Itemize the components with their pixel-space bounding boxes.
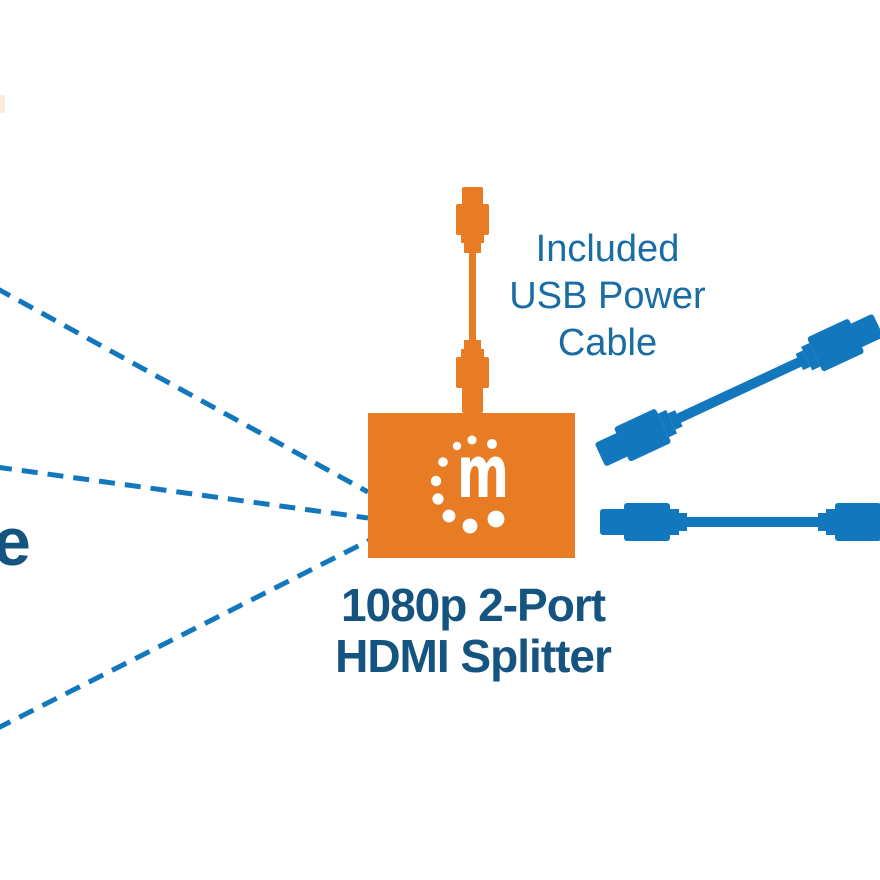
usb-power-cable-icon <box>456 187 489 413</box>
dashed-connection-lines <box>0 287 372 730</box>
brand-logo-icon: m <box>430 430 509 534</box>
logo-dot-ring <box>430 435 505 534</box>
dashed-connection-line-bottom <box>0 537 372 730</box>
cutoff-left-text: e <box>0 504 31 580</box>
usb-cable-label: Included USB Power Cable <box>509 228 706 364</box>
hdmi-cable-top-icon <box>591 308 880 473</box>
edge-artifact <box>0 95 5 113</box>
hdmi-cable-bottom-icon <box>600 503 880 541</box>
logo-letter: m <box>457 430 509 514</box>
product-title: 1080p 2-Port HDMI Splitter <box>335 579 612 682</box>
dashed-connection-line-middle <box>0 465 369 521</box>
dashed-connection-line-top <box>0 287 370 495</box>
hdmi-splitter-device: m <box>368 413 575 558</box>
